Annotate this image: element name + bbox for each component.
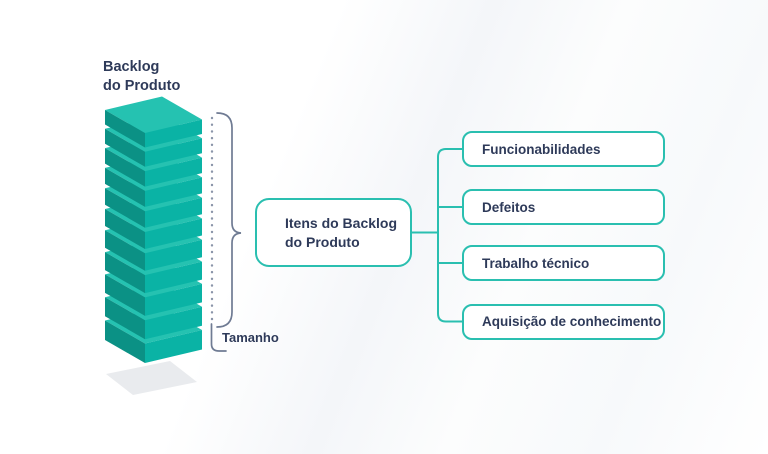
stack-layer-face xyxy=(105,209,145,249)
stack-layer-face xyxy=(105,297,145,340)
stack-layer-face xyxy=(145,197,202,228)
item-node-label: Funcionabilidades xyxy=(482,141,601,157)
stack-layer-face xyxy=(105,148,145,187)
stack-layer-face xyxy=(145,306,202,340)
stack-layer-face xyxy=(105,167,145,207)
backlog-stack-graphic xyxy=(105,96,202,363)
stack-layer-face xyxy=(105,320,145,363)
stack-shadow xyxy=(106,361,197,395)
stack-layer-face xyxy=(105,274,145,316)
stack-layer-face xyxy=(145,177,202,207)
stack-layer-face xyxy=(105,96,202,133)
stack-title-line1: Backlog xyxy=(103,59,160,75)
center-node-label: Itens do Backlog do Produto xyxy=(257,214,397,252)
item-node-label: Trabalho técnico xyxy=(482,255,590,271)
center-node-line2: do Produto xyxy=(285,233,360,250)
item-node-trabalho-tecnico: Trabalho técnico xyxy=(462,245,665,281)
item-node-aquisicao-de-conhecimento: Aquisição de conhecimento xyxy=(462,303,665,340)
stack-layer-face xyxy=(145,218,202,249)
stack-layer-face xyxy=(145,283,202,316)
stack-layer-face xyxy=(105,110,145,148)
center-node: Itens do Backlog do Produto xyxy=(255,198,412,267)
item-node-label: Defeitos xyxy=(482,199,536,215)
size-label: Tamanho xyxy=(222,330,279,345)
stack-layer-face xyxy=(145,138,202,167)
item-node-label: Aquisição de conhecimento xyxy=(482,314,662,329)
stack-layer-face xyxy=(105,188,145,228)
tree-connectors xyxy=(412,148,462,323)
item-node-defeitos: Defeitos xyxy=(462,189,665,225)
stack-brace xyxy=(216,112,242,328)
stack-layer-face xyxy=(145,261,202,294)
stack-layer-face xyxy=(105,128,145,167)
item-node-funcionabilidades: Funcionabilidades xyxy=(462,131,665,167)
stack-layer-face xyxy=(105,230,145,271)
stack-title-line2: do Produto xyxy=(103,78,181,94)
stack-title: Backlog do Produto xyxy=(103,58,213,96)
stack-layer-face xyxy=(145,157,202,187)
stack-layer-face xyxy=(145,330,202,363)
stack-layer-face xyxy=(145,119,202,148)
stack-layer-face xyxy=(145,239,202,271)
stack-layer-face xyxy=(105,252,145,294)
size-leader-line xyxy=(210,323,227,352)
center-node-line1: Itens do Backlog xyxy=(285,214,398,231)
